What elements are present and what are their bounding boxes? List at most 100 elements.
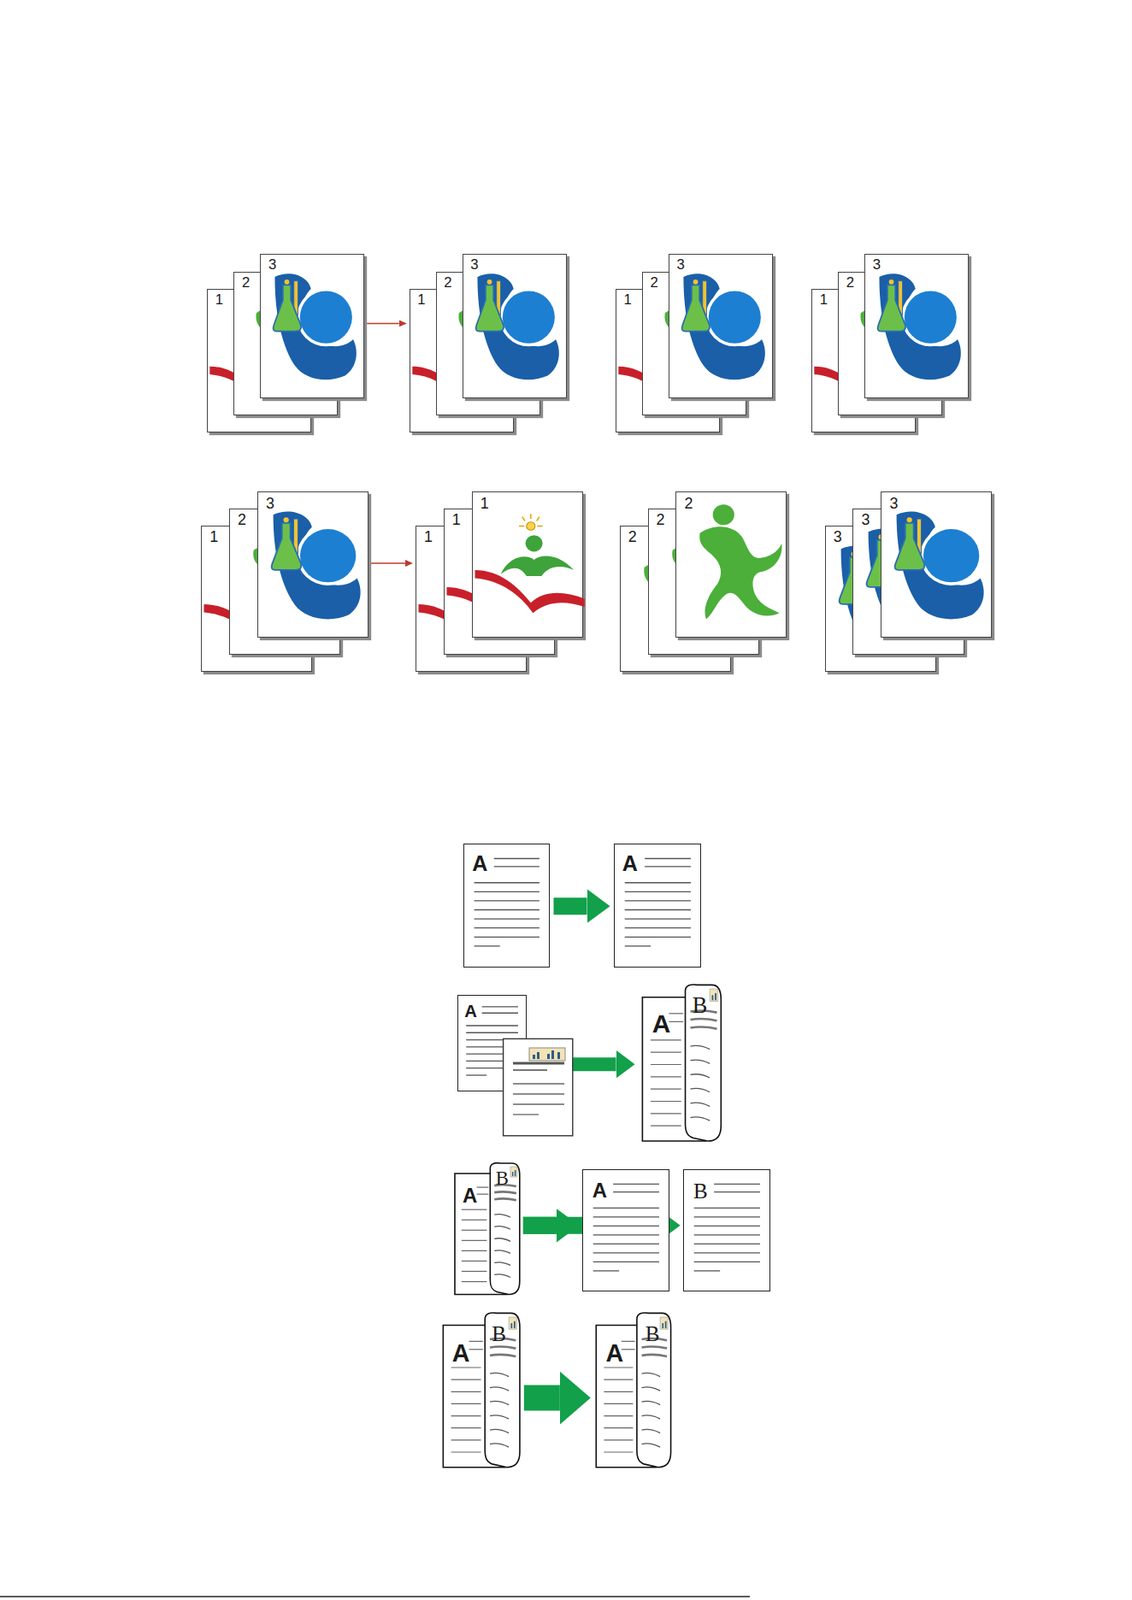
sheet-illustration [669, 254, 773, 397]
booklet-art-line [461, 1270, 488, 1272]
booklet-art-path [494, 1198, 517, 1201]
booklet-art-path [641, 1415, 661, 1420]
printed-sheet: 3 [864, 253, 969, 398]
booklet-art-path [489, 1347, 516, 1350]
booklet-art-line [603, 1415, 633, 1417]
sheet-illustration [865, 254, 968, 397]
page-letter: A [471, 853, 488, 875]
booklet-art-path [641, 1373, 661, 1378]
process-arrow [531, 1057, 617, 1072]
sheet-art-path [475, 285, 504, 332]
doc-art-line [465, 1067, 519, 1069]
duplex-booklet: AB [594, 1311, 673, 1470]
booklet-art-line [649, 1125, 681, 1127]
booklet-art-rect [665, 1321, 667, 1329]
page-number: 1 [209, 530, 219, 546]
booklet-art-path [494, 1261, 511, 1266]
booklet-art-path [689, 1088, 710, 1092]
doc-art-line [713, 1184, 761, 1186]
sequence-arrow [371, 562, 406, 564]
page-number: 1 [417, 293, 425, 308]
doc-art-line [624, 946, 650, 948]
sheet-art-circle [300, 530, 356, 584]
doc-art-line [474, 946, 501, 948]
booklet-art-path [494, 1226, 511, 1230]
booklet-art-line [649, 1051, 681, 1053]
doc-art-line [474, 927, 540, 929]
booklet-art-line [461, 1260, 488, 1262]
doc-art-line [465, 1053, 519, 1055]
page-number: 2 [846, 276, 855, 291]
chart-bar [536, 1052, 540, 1060]
page-number: 1 [215, 293, 224, 308]
sheet-art-circle [920, 526, 984, 586]
doc-art-line [592, 1226, 659, 1227]
page-number: 2 [649, 276, 658, 291]
booklet-outline [640, 983, 723, 1144]
sheet-art-circle [901, 288, 960, 347]
page-number: 1 [819, 293, 828, 308]
text-line [512, 1103, 565, 1105]
sheet-illustration [881, 492, 991, 637]
booklet-art-line [603, 1379, 633, 1381]
booklet-art-rect [508, 1317, 517, 1330]
booklet-art-path [489, 1415, 509, 1420]
booklet-art-line [450, 1403, 481, 1405]
doc-art-line [644, 858, 691, 860]
page-number: 2 [683, 496, 693, 513]
doc-art-line [474, 891, 540, 893]
sheet-art-circle [904, 291, 957, 344]
document-page: B [683, 1169, 772, 1292]
booklet-art-path [689, 1117, 710, 1121]
booklet-outline [594, 1311, 673, 1470]
chart-bar [532, 1055, 536, 1060]
booklet-art-rect [711, 995, 714, 1001]
booklet-art-rect [512, 1172, 513, 1177]
doc-art-line [624, 919, 690, 920]
booklet-art-path [689, 1026, 717, 1029]
page-number: 3 [861, 512, 871, 529]
booklet-art-path [641, 1430, 661, 1434]
document-page: A [457, 995, 527, 1092]
booklet-art-line [477, 1186, 490, 1188]
booklet-art-rect [513, 1321, 516, 1329]
sheet-illustration [258, 492, 368, 637]
booklet-art-line [450, 1391, 481, 1393]
printed-sheet: 1 [471, 491, 584, 638]
booklet-art-path [684, 984, 721, 1142]
doc-art-line [474, 909, 540, 911]
booklet-art-path [494, 1274, 511, 1279]
printed-sheet: 3 [259, 253, 365, 398]
doc-art-line [693, 1234, 760, 1236]
duplex-booklet: AB [640, 983, 723, 1144]
page-letter: A [592, 1180, 608, 1202]
page-letter: B [495, 1169, 509, 1190]
doc-art-line [592, 1270, 619, 1272]
page-number: 1 [452, 512, 461, 529]
page-number: 2 [656, 512, 666, 529]
doc-art-line [592, 1252, 659, 1254]
sheet-art-circle [693, 279, 699, 285]
booklet-art-line [468, 1349, 483, 1351]
text-line [512, 1114, 539, 1115]
sheet-art-path [271, 523, 301, 571]
page-number: 3 [889, 496, 898, 513]
booklet-art-rect [714, 993, 717, 1001]
sheet-art-path [682, 285, 711, 332]
booklet-art-path [494, 1238, 511, 1242]
page-letter: A [464, 1002, 478, 1020]
doc-art-line [481, 1006, 518, 1008]
booklet-art-path [489, 1355, 516, 1357]
page-letter: B [693, 1180, 708, 1203]
booklet-art-line [603, 1403, 633, 1405]
sheet-art-path [273, 285, 302, 332]
doc-art-line [624, 901, 690, 903]
booklet-art-line [649, 1039, 681, 1041]
chart-box [529, 1048, 566, 1062]
doc-art-line [693, 1216, 760, 1218]
booklet-art-line [649, 1101, 681, 1103]
doc-art-line [713, 1191, 761, 1193]
doc-art-line [592, 1216, 659, 1218]
booklet-art-line [461, 1281, 488, 1283]
